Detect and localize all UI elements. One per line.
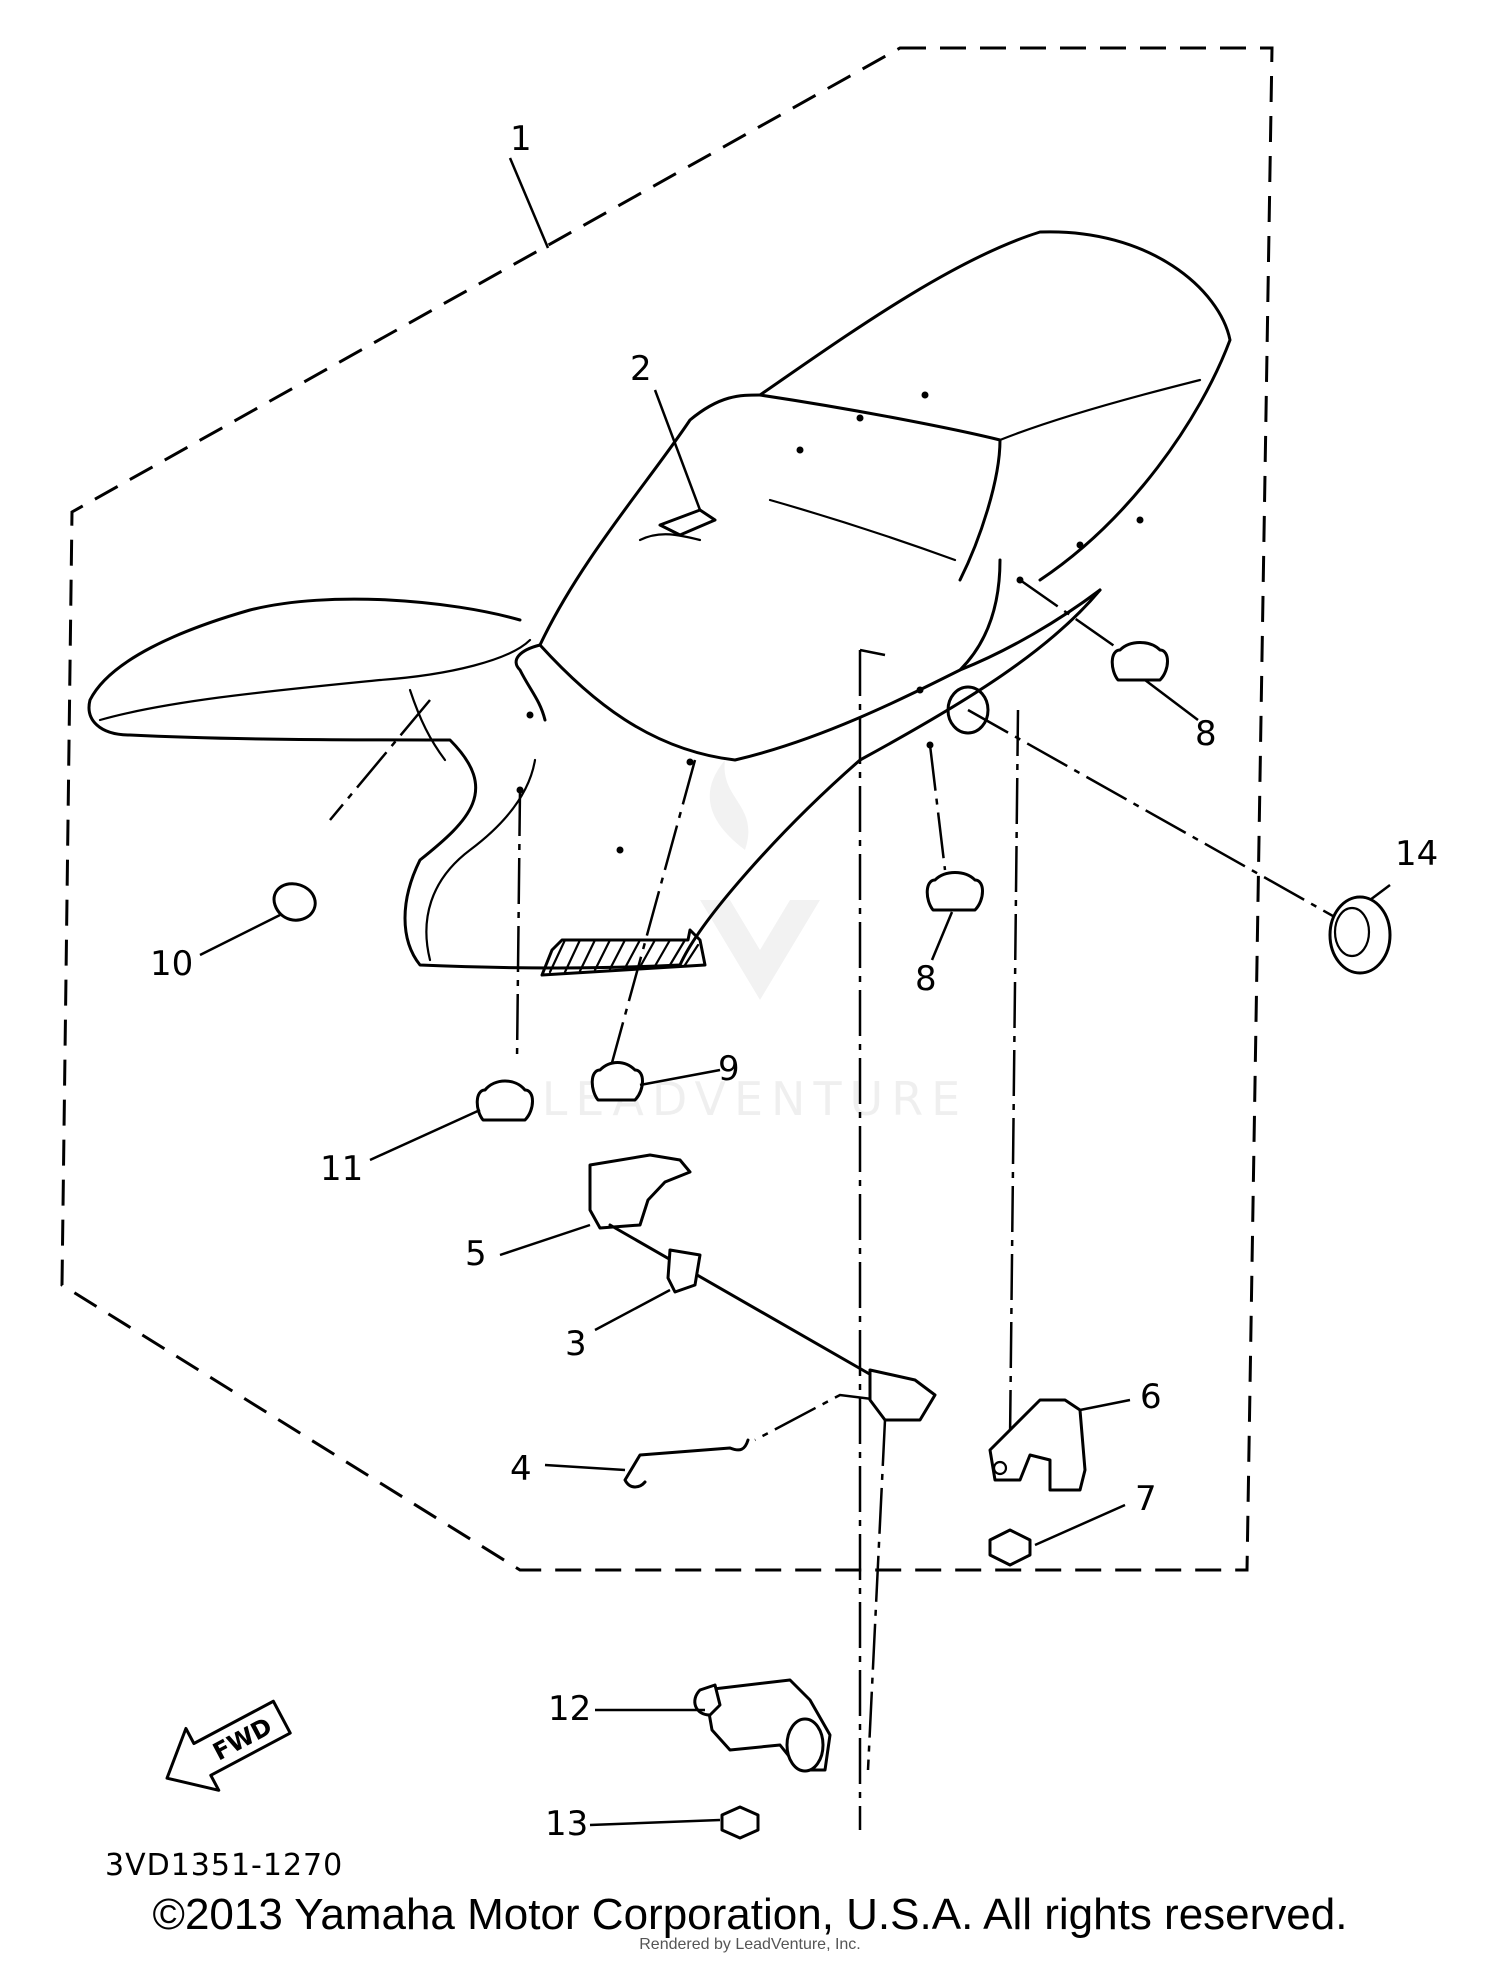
grommet-9 — [590, 1061, 644, 1102]
callout-3: 3 — [565, 1324, 587, 1364]
grommet-14 — [1328, 895, 1392, 975]
grommet-8-upper — [1110, 641, 1169, 682]
inner-bracket-line — [858, 648, 886, 1830]
callout-10: 10 — [150, 944, 193, 984]
lock-end — [868, 1368, 937, 1422]
nut-7 — [988, 1528, 1032, 1567]
drawing-code: 3VD1351-1270 — [105, 1848, 343, 1883]
bracket-5 — [588, 1153, 692, 1230]
callout-11: 11 — [320, 1149, 363, 1189]
leader-lines — [199, 157, 1391, 1827]
callout-9: 9 — [718, 1049, 740, 1089]
callout-8-lower: 8 — [915, 959, 937, 999]
assembly-boundary — [60, 46, 1274, 1572]
mounting-holes — [516, 391, 1144, 854]
lock-cylinder-12 — [693, 1678, 832, 1773]
callout-7: 7 — [1135, 1479, 1157, 1519]
callout-6: 6 — [1140, 1377, 1162, 1417]
damper-10 — [272, 882, 317, 922]
copyright-notice: ©2013 Yamaha Motor Corporation, U.S.A. A… — [152, 1890, 1348, 1939]
nut-13 — [720, 1805, 760, 1840]
hook-4 — [623, 1438, 750, 1489]
bracket-6 — [988, 1398, 1087, 1492]
clip-3 — [666, 1248, 702, 1294]
callout-13: 13 — [545, 1804, 588, 1844]
center-lines — [329, 578, 1341, 1771]
lock-rod — [608, 1223, 882, 1382]
callout-4: 4 — [510, 1449, 532, 1489]
hatched-pad — [540, 928, 707, 977]
callout-12: 12 — [548, 1689, 591, 1729]
seat-assembly — [87, 230, 1232, 977]
grommet-8-lower — [925, 871, 984, 912]
rendered-by-notice: Rendered by LeadVenture, Inc. — [639, 1936, 861, 1953]
callout-5: 5 — [465, 1234, 487, 1274]
callout-8-upper: 8 — [1195, 714, 1217, 754]
callouts: 1 2 3 4 5 6 7 8 8 9 10 11 12 13 14 — [150, 119, 1438, 1844]
fwd-arrow-icon: FWD — [165, 1699, 292, 1792]
callout-2: 2 — [630, 349, 652, 389]
callout-14: 14 — [1395, 834, 1438, 874]
callout-1: 1 — [510, 119, 532, 159]
grommet-11 — [475, 1079, 534, 1122]
